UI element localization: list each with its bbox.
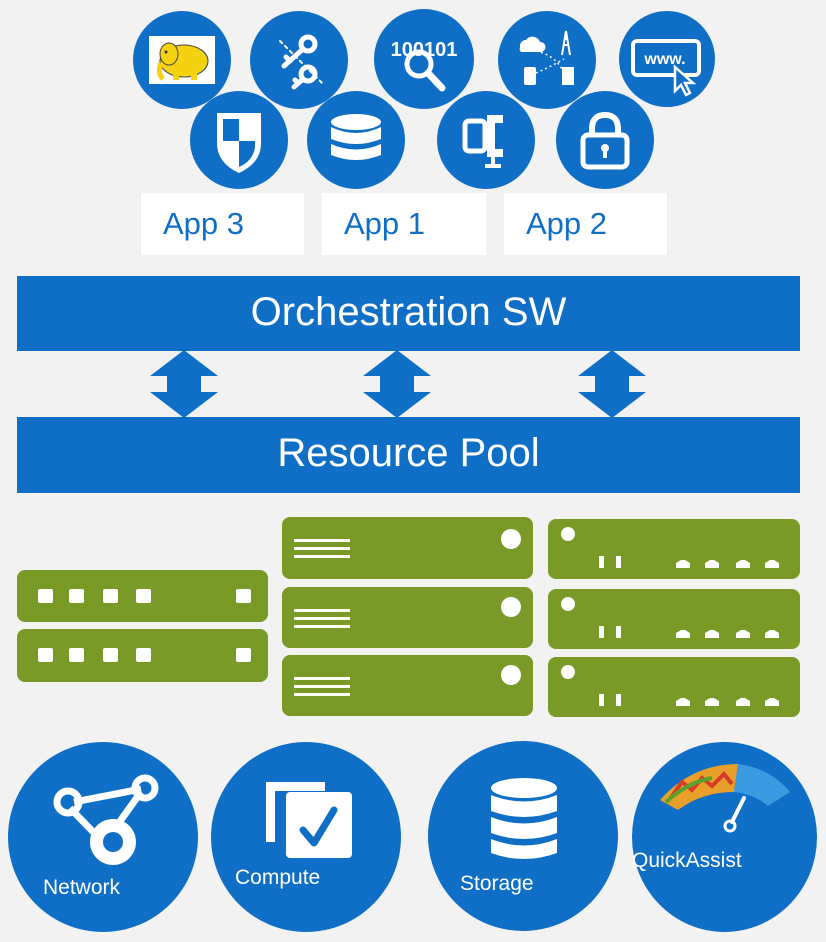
compute-icon xyxy=(266,782,352,858)
server-unit xyxy=(282,587,533,648)
padlock-icon-circle xyxy=(556,91,654,189)
app-2-label: App 2 xyxy=(504,193,667,255)
hadoop-elephant-icon xyxy=(149,36,215,84)
clamp-icon xyxy=(462,115,503,168)
iot-network-icon-circle xyxy=(498,11,596,109)
quickassist-resource-circle: QuickAssist xyxy=(632,742,817,932)
switch-unit xyxy=(17,629,268,682)
resource-pool-bar: Resource Pool xyxy=(17,417,800,493)
storage-icon xyxy=(491,778,557,859)
compute-resource-circle: Compute xyxy=(211,742,401,932)
svg-text:100101: 100101 xyxy=(391,39,458,61)
orchestration-sw-label: Orchestration SW xyxy=(250,290,567,334)
shield-icon xyxy=(217,113,261,173)
database-icon-circle xyxy=(307,91,405,189)
compute-label: Compute xyxy=(235,866,321,889)
svg-text:www.: www. xyxy=(643,51,685,68)
clamp-icon-circle xyxy=(437,91,535,189)
binary-search-icon-circle: 100101 xyxy=(374,9,474,109)
www-cursor-icon: www. xyxy=(631,39,701,97)
bidirectional-arrows xyxy=(150,350,646,418)
padlock-icon xyxy=(580,111,630,170)
keys-icon-circle xyxy=(250,11,348,109)
resource-pool-label: Resource Pool xyxy=(277,431,540,475)
network-resource-circle: Network xyxy=(8,742,198,932)
app-3-label: App 3 xyxy=(141,193,304,255)
network-icon xyxy=(53,774,159,865)
server-unit xyxy=(548,519,800,579)
iot-network-icon xyxy=(519,30,574,85)
network-label: Network xyxy=(43,876,121,899)
quickassist-label: QuickAssist xyxy=(632,849,742,872)
storage-resource-circle: Storage xyxy=(428,741,618,931)
hadoop-icon-circle xyxy=(133,11,231,109)
www-icon-circle: www. xyxy=(619,11,715,107)
storage-label: Storage xyxy=(460,872,534,895)
server-unit xyxy=(548,657,800,717)
keys-icon xyxy=(279,34,323,90)
binary-search-icon: 100101 xyxy=(391,39,458,92)
arrow-left xyxy=(150,350,218,418)
app-1-label: App 1 xyxy=(322,193,486,255)
shield-icon-circle xyxy=(190,91,288,189)
quickassist-gauge-icon xyxy=(660,764,790,833)
server-unit xyxy=(282,655,533,716)
switch-unit xyxy=(17,570,268,622)
orchestration-sw-bar: Orchestration SW xyxy=(17,276,800,351)
arrow-right xyxy=(578,350,646,418)
arrow-middle xyxy=(363,350,431,418)
server-unit xyxy=(548,589,800,649)
server-unit xyxy=(282,517,533,579)
database-icon xyxy=(331,114,381,160)
